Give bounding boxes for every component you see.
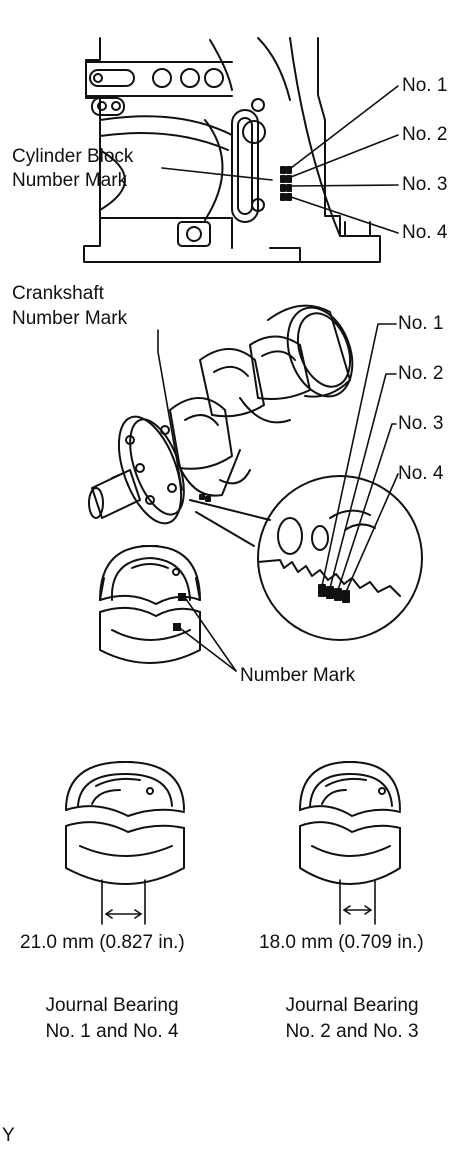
block-label-line1: Cylinder Block — [12, 146, 134, 167]
crankshaft-zoom-callout — [189, 475, 423, 641]
figure-code: Y — [2, 1125, 15, 1146]
block-label-line2: Number Mark — [12, 170, 128, 191]
journal-left-dimension-label: 21.0 mm (0.827 in.) — [20, 932, 185, 953]
crankshaft-label-line2: Number Mark — [12, 308, 128, 329]
bearing-number-mark-label: Number Mark — [240, 665, 356, 686]
journal-left-dimension — [101, 879, 146, 925]
crankshaft-no4-label: No. 4 — [398, 463, 444, 484]
bearing-leader-lines — [180, 598, 237, 672]
crankshaft-no1-label: No. 1 — [398, 313, 444, 334]
journal-right-dimension — [339, 879, 376, 925]
crankshaft-leader-lines — [157, 323, 399, 593]
journal-right-dimension-label: 18.0 mm (0.709 in.) — [259, 932, 424, 953]
journal-right-caption-line2: No. 2 and No. 3 — [285, 1021, 419, 1042]
journal-bearing-left-drawing — [65, 761, 185, 885]
journal-left-caption-line1: Journal Bearing — [45, 995, 179, 1016]
block-no2-label: No. 2 — [402, 124, 448, 145]
bearing-drawing — [99, 545, 201, 664]
journal-left-caption-line2: No. 1 and No. 4 — [45, 1021, 179, 1042]
crankshaft-label-line1: Crankshaft — [12, 283, 104, 304]
crankshaft-drawing — [88, 304, 354, 525]
block-no4-label: No. 4 — [402, 222, 448, 243]
crankshaft-no3-label: No. 3 — [398, 413, 444, 434]
journal-right-caption-line1: Journal Bearing — [285, 995, 419, 1016]
block-no1-label: No. 1 — [402, 75, 448, 96]
block-leader-lines — [161, 85, 399, 234]
block-no3-label: No. 3 — [402, 174, 448, 195]
crankshaft-no2-label: No. 2 — [398, 363, 444, 384]
cylinder-block-drawing — [83, 37, 381, 263]
journal-bearing-right-drawing — [299, 761, 401, 885]
